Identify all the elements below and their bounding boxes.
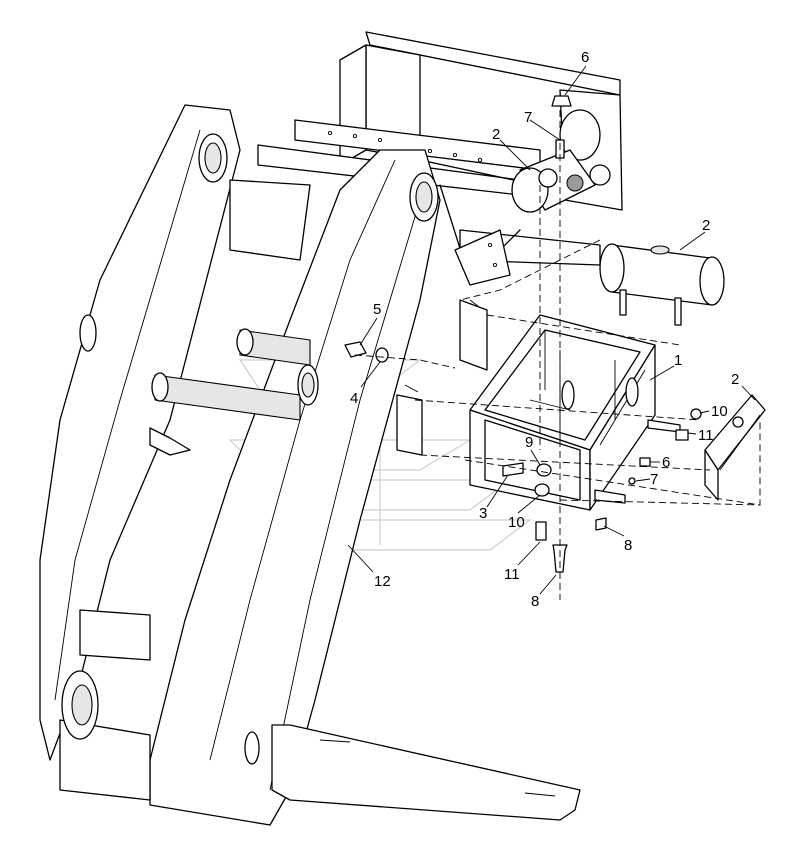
callout-2-tank: 2 xyxy=(702,217,710,234)
callout-10-lower: 10 xyxy=(508,514,525,531)
boom-arm-12 xyxy=(39,104,581,826)
callout-9: 9 xyxy=(525,434,533,451)
frame-holes xyxy=(327,130,498,268)
callout-11-right: 11 xyxy=(698,427,714,444)
side-cover-2 xyxy=(704,394,766,501)
battery-box-frame-1 xyxy=(469,314,681,511)
callout-3: 3 xyxy=(479,505,487,522)
callout-10-right: 10 xyxy=(711,403,728,420)
callout-7-right: 7 xyxy=(650,471,658,488)
callout-6-right: 6 xyxy=(662,454,670,471)
callout-4: 4 xyxy=(350,390,358,407)
callout-2-valve: 2 xyxy=(492,126,500,143)
callout-5: 5 xyxy=(373,301,381,318)
callout-2-cover: 2 xyxy=(731,371,739,388)
air-tank-2 xyxy=(599,243,725,326)
assembly-centerlines xyxy=(354,110,761,600)
callout-6-top: 6 xyxy=(581,49,589,66)
callout-labels: 6 7 2 2 5 4 1 2 10 11 9 6 7 3 10 8 11 8 … xyxy=(350,49,739,610)
boom-pivot-eyes xyxy=(61,133,439,765)
horn-assembly-2 xyxy=(511,95,611,213)
callout-leaders xyxy=(347,65,756,595)
mounting-brackets xyxy=(396,299,488,456)
callout-12: 12 xyxy=(374,573,391,590)
callout-1: 1 xyxy=(674,352,682,369)
callout-11-lower: 11 xyxy=(504,566,520,583)
callout-7-top: 7 xyxy=(524,109,532,126)
callout-8-right: 8 xyxy=(624,537,632,554)
callout-8-lower: 8 xyxy=(531,593,539,610)
